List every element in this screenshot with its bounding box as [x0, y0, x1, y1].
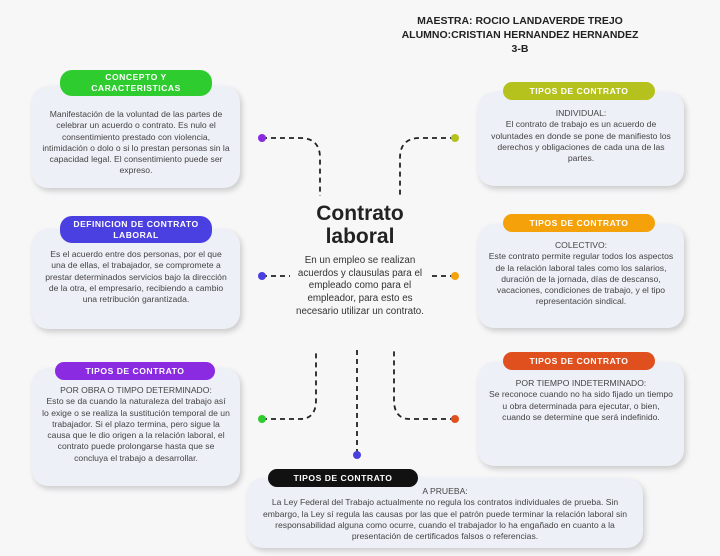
- colectivo-card: COLECTIVO: Este contrato permite regular…: [478, 224, 684, 328]
- definicion-text: Es el acuerdo entre dos personas, por el…: [45, 249, 227, 305]
- connector-dot: [451, 134, 459, 142]
- connector-dot: [258, 415, 266, 423]
- connector-dot: [258, 134, 266, 142]
- header: MAESTRA: ROCIO LANDAVERDE TREJO ALUMNO:C…: [395, 14, 645, 56]
- colectivo-pill: TIPOS DE CONTRATO: [503, 214, 655, 232]
- center-description: En un empleo se realizan acuerdos y clau…: [296, 255, 424, 317]
- indeterminado-card: POR TIEMPO INDETERMINADO: Se reconoce cu…: [478, 362, 684, 466]
- colectivo-subtitle: COLECTIVO:: [554, 240, 608, 250]
- connector-dot: [451, 272, 459, 280]
- obra-subtitle: POR OBRA O TIMPO DETERMINADO:: [60, 385, 212, 395]
- individual-text: El contrato de trabajo es un acuerdo de …: [491, 119, 671, 164]
- center-title-line1: Contrato: [316, 202, 404, 225]
- teacher-name: MAESTRA: ROCIO LANDAVERDE TREJO: [417, 15, 623, 27]
- definicion-card: Es el acuerdo entre dos personas, por el…: [32, 229, 240, 329]
- connector-dot: [451, 415, 459, 423]
- connector-dot: [258, 272, 266, 280]
- prueba-text: La Ley Federal del Trabajo actualmente n…: [262, 497, 627, 542]
- indeterminado-subtitle: POR TIEMPO INDETERMINADO:: [515, 378, 647, 388]
- center-title: Contrato laboral: [295, 202, 425, 248]
- individual-card: INDIVIDUAL: El contrato de trabajo es un…: [478, 92, 684, 186]
- obra-text: Esto se da cuando la naturaleza del trab…: [42, 396, 230, 463]
- connector-dot: [353, 451, 361, 459]
- concepto-card: Manifestación de la voluntad de las part…: [32, 86, 240, 188]
- concepto-pill: CONCEPTO Y CARACTERISTICAS: [60, 70, 212, 96]
- individual-pill: TIPOS DE CONTRATO: [503, 82, 655, 100]
- indeterminado-text: Se reconoce cuando no ha sido fijado un …: [489, 389, 673, 422]
- indeterminado-pill: TIPOS DE CONTRATO: [503, 352, 655, 370]
- individual-subtitle: INDIVIDUAL:: [555, 108, 607, 118]
- student-name: ALUMNO:CRISTIAN HERNANDEZ HERNANDEZ: [401, 29, 639, 41]
- definicion-pill: DEFINICION DE CONTRATO LABORAL: [60, 216, 212, 243]
- center-title-line2: laboral: [325, 225, 395, 248]
- prueba-card: A PRUEBA: La Ley Federal del Trabajo act…: [247, 478, 643, 548]
- group-label: 3-B: [511, 43, 529, 55]
- prueba-subtitle: A PRUEBA:: [422, 486, 468, 496]
- concepto-text: Manifestación de la voluntad de las part…: [42, 109, 230, 176]
- prueba-pill: TIPOS DE CONTRATO: [268, 469, 418, 487]
- obra-pill: TIPOS DE CONTRATO: [55, 362, 215, 380]
- colectivo-text: Este contrato permite regular todos los …: [488, 251, 674, 307]
- obra-card: POR OBRA O TIMPO DETERMINADO: Esto se da…: [32, 368, 240, 486]
